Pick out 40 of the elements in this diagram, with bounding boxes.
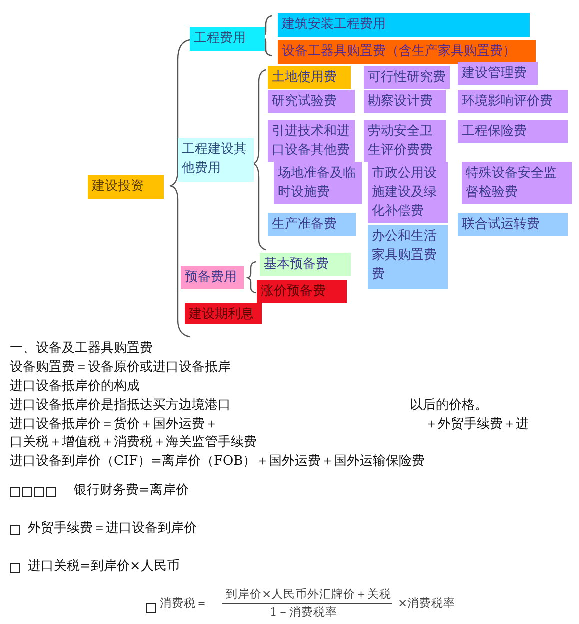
formula-text: 消费税＝ (160, 595, 208, 612)
formula-text: 到岸价×人民币外汇牌价＋关税 (226, 586, 392, 603)
note-text: 进口设备抵岸价的构成 (10, 378, 140, 396)
formula-text: ×消费税率 (398, 595, 456, 612)
cost-item-box: 建设期利息 (185, 303, 262, 324)
note-text: 一、设备及工器具购置费 (10, 340, 153, 358)
cost-item-box: 办公和生活家具购置费费 (368, 225, 448, 289)
note-text: ＋外贸手续费＋进 (425, 416, 529, 434)
cost-item-box: 特殊设备安全监督检验费 (462, 162, 572, 204)
cost-item-box: 工程保险费 (458, 120, 568, 143)
cost-item-box: 建筑安装工程费用 (278, 13, 530, 37)
cost-item-box: 涨价预备费 (257, 280, 347, 303)
formula-text: 1－消费税率 (270, 604, 338, 621)
note-text: 口关税＋增值税＋消费税＋海关监管手续费 (10, 434, 257, 452)
cost-item-box: 市政公用设施建设及绿化补偿费 (368, 162, 448, 223)
cost-item-box: 劳动安全卫生评价费费 (364, 120, 446, 162)
category-box: 工程费用 (190, 27, 265, 51)
note-text: 外贸手续费＝进口设备到岸价 (28, 520, 197, 538)
cost-item-box: 勘察设计费 (364, 90, 446, 113)
cost-item-box: 场地准备及临时设施费 (274, 162, 362, 204)
cost-item-box: 土地使用费 (268, 66, 351, 89)
note-text: 设备购置费＝设备原价或进口设备抵岸 (10, 359, 231, 377)
note-text: 进口设备抵岸价是指抵达买方边境港口 (10, 397, 231, 415)
cost-item-box: 研究试验费 (268, 90, 355, 113)
category-box: 预备费用 (181, 266, 244, 289)
cost-item-box: 可行性研究费 (364, 66, 450, 89)
note-text: 进口设备抵岸价＝货价＋国外运费＋ (10, 416, 218, 434)
note-text: 以后的价格。 (410, 397, 488, 415)
category-box: 工程建设其他费用 (178, 138, 254, 182)
cost-item-box: 基本预备费 (260, 253, 351, 276)
note-text: 进口设备到岸价（CIF）=离岸价（FOB）＋国外运费＋国外运输保险费 (10, 453, 426, 471)
note-text: 银行财务费=离岸价 (74, 482, 189, 500)
cost-item-box: 引进技术和进口设备其他费 (268, 120, 355, 162)
cost-item-box: 建设管理费 (458, 62, 538, 85)
cost-item-box: 设备工器具购置费（含生产家具购置费） (278, 40, 536, 64)
root-box: 建设投资 (88, 175, 164, 199)
note-text: 进口关税=到岸价×人民币 (28, 558, 180, 576)
cost-item-box: 联合试运转费 (458, 213, 568, 236)
cost-item-box: 生产准备费 (268, 213, 356, 236)
cost-item-box: 环境影响评价费 (458, 90, 568, 113)
